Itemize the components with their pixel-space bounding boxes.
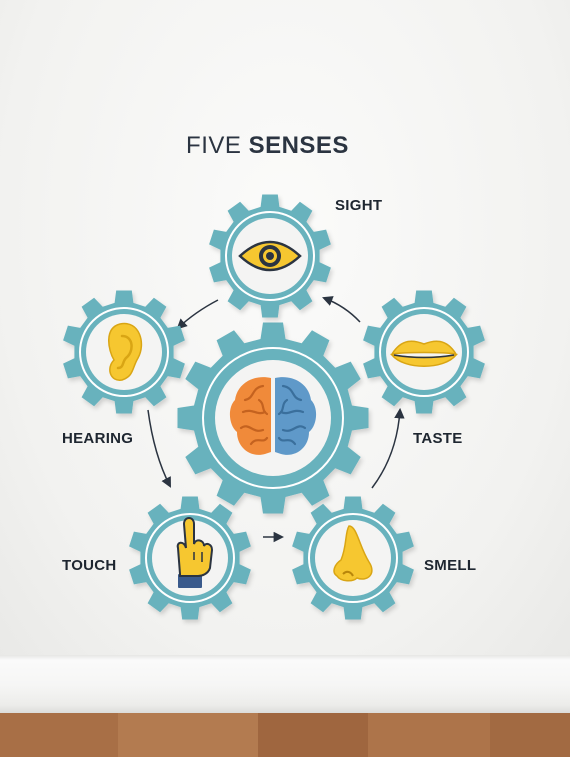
baseboard <box>0 655 570 713</box>
gear-ring <box>379 307 469 397</box>
arrow-taste-to-sight <box>322 296 361 323</box>
brain-icon <box>229 377 317 455</box>
ear-icon <box>108 322 143 381</box>
arrow-smell-to-taste <box>371 407 405 489</box>
arrow-sight-to-hearing <box>176 299 219 330</box>
eye-icon <box>238 240 302 272</box>
gear-ring <box>202 347 344 489</box>
gear-center <box>177 322 369 514</box>
sense-label-hearing: HEARING <box>62 430 134 447</box>
sense-label-sight: SIGHT <box>335 197 383 214</box>
sense-label-smell: SMELL <box>424 557 477 574</box>
gear-ring <box>79 307 169 397</box>
gear-ring <box>308 513 398 603</box>
five-senses-diagram <box>63 194 485 620</box>
sense-label-taste: TASTE <box>413 430 463 447</box>
gear-ring <box>145 513 235 603</box>
pointing-hand-icon <box>176 517 214 588</box>
gear-ring <box>225 211 315 301</box>
arrow-hearing-to-touch <box>147 409 171 488</box>
sense-label-touch: TOUCH <box>62 557 117 574</box>
page-title: FIVE SENSES <box>186 132 349 159</box>
wooden-floor <box>0 713 570 757</box>
lips-icon <box>390 340 458 367</box>
cycle-arrows <box>147 296 405 543</box>
nose-icon <box>333 525 373 582</box>
